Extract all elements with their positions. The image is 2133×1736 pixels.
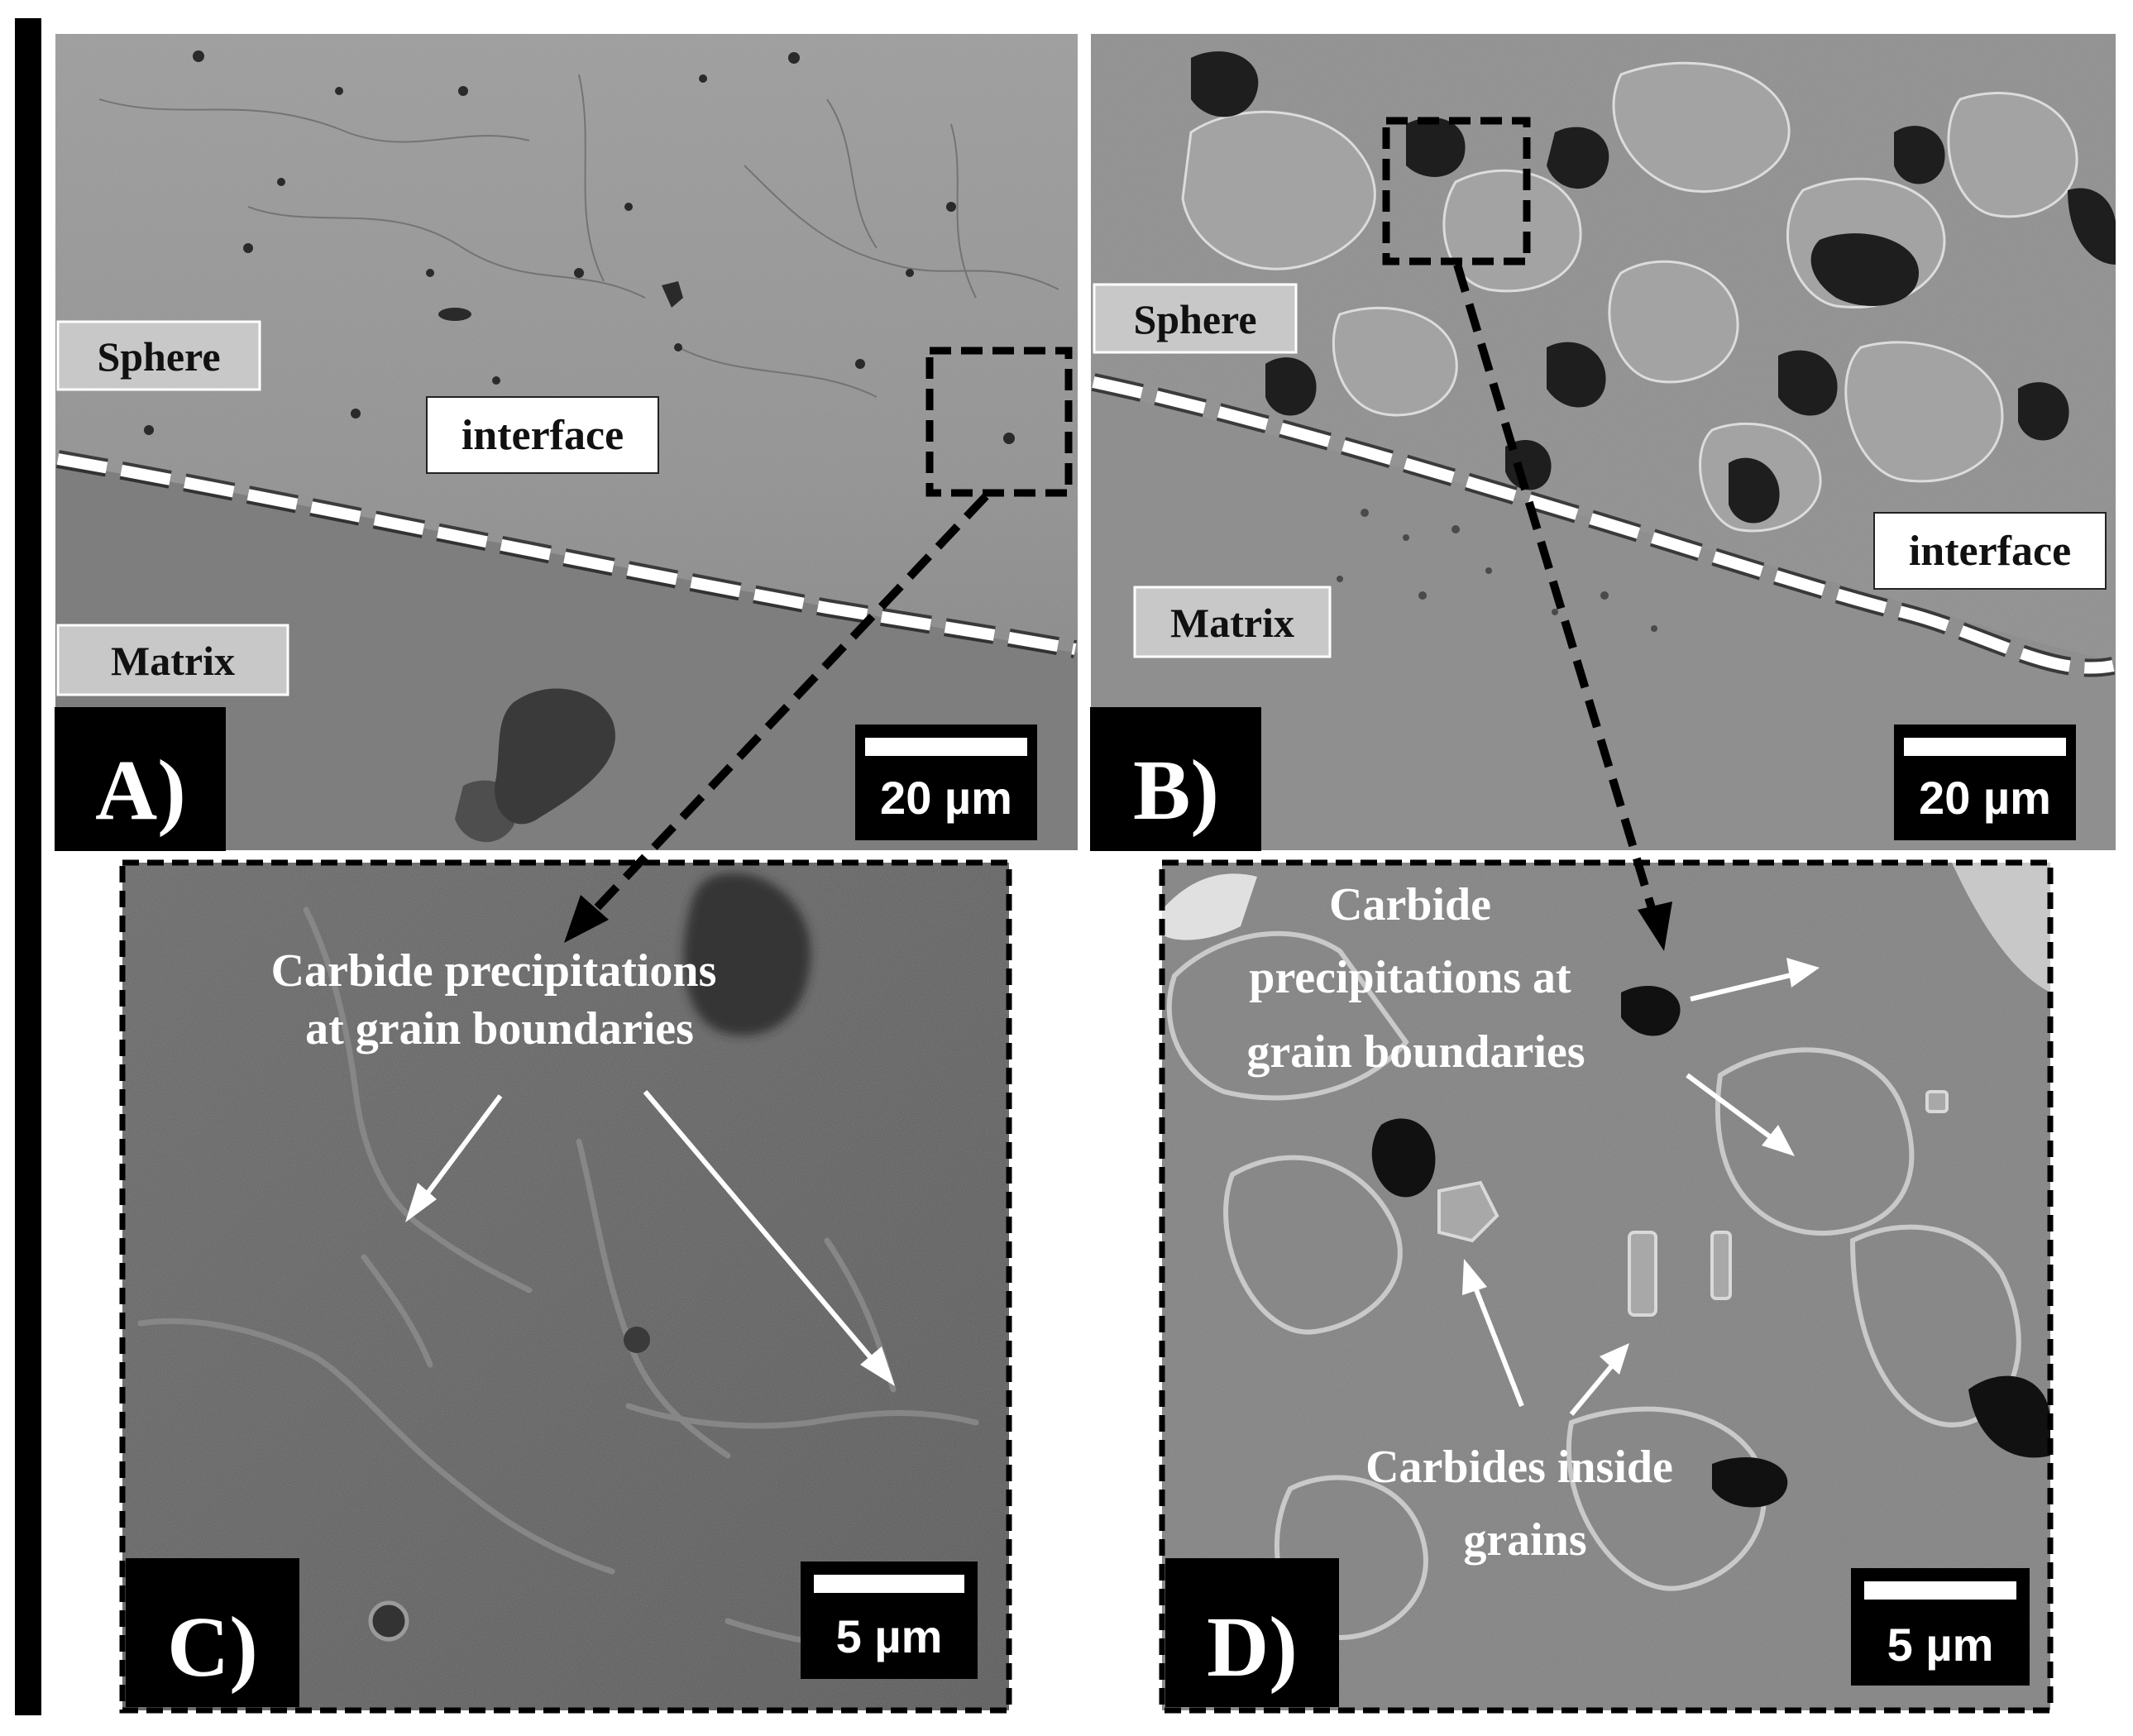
svg-text:Sphere: Sphere (1133, 296, 1256, 342)
svg-text:Sphere: Sphere (97, 333, 220, 380)
panel-b-inset-box (1382, 117, 1531, 265)
svg-text:interface: interface (1909, 528, 2071, 575)
svg-text:Matrix: Matrix (1170, 600, 1294, 646)
svg-text:C): C) (167, 1600, 258, 1695)
panel-b-sphere-label: Sphere (1093, 283, 1298, 354)
panel-b-matrix-label: Matrix (1133, 586, 1332, 658)
connector-arrow-a-to-c (564, 493, 989, 943)
panel-c-annotation: Carbide precipitations at grain boundari… (271, 945, 729, 1055)
panel-b: Sphere interface Matrix B) 20 µm (1089, 32, 2117, 852)
svg-text:20 µm: 20 µm (880, 772, 1012, 824)
panel-d: Carbide precipitations at grain boundari… (1159, 859, 2054, 1714)
panel-d-letter-box: D) (1165, 1558, 1339, 1707)
svg-text:20 µm: 20 µm (1919, 772, 2051, 824)
panel-b-interface-label: interface (1873, 512, 2107, 590)
svg-text:Matrix: Matrix (111, 638, 235, 684)
svg-text:5 µm: 5 µm (836, 1610, 943, 1662)
panel-a-interface-label: interface (426, 396, 659, 474)
svg-text:B): B) (1133, 743, 1219, 838)
panel-d-annotation-bottom: Carbides inside grains (1365, 1442, 1685, 1566)
panel-b-letter-box: B) (1090, 707, 1261, 851)
svg-text:D): D) (1207, 1600, 1298, 1695)
panel-c-arrows (405, 1090, 895, 1386)
svg-text:interface: interface (462, 412, 624, 459)
panel-d-scalebar: 5 µm (1851, 1568, 2030, 1686)
panel-d-annotation-top: Carbide precipitations at grain boundari… (1246, 879, 1585, 1078)
connector-arrow-b-to-d (1453, 263, 1672, 951)
panel-a-scalebar: 20 µm (855, 725, 1037, 840)
svg-text:A): A) (95, 743, 186, 838)
panel-a-matrix-label: Matrix (56, 624, 289, 696)
panel-c-scalebar: 5 µm (801, 1561, 978, 1679)
panel-a-sphere-label: Sphere (56, 320, 261, 391)
panel-a-inset-box (925, 347, 1073, 497)
svg-text:5 µm: 5 µm (1887, 1619, 1994, 1671)
panel-d-arrows (1462, 958, 1820, 1416)
panel-b-scalebar: 20 µm (1894, 725, 2076, 840)
panel-c-letter-box: C) (126, 1558, 299, 1707)
left-border-rule (15, 18, 41, 1715)
panel-c: Carbide precipitations at grain boundari… (119, 859, 1012, 1714)
panel-a: Sphere interface Matrix A) 20 µm (54, 32, 1079, 852)
panel-a-letter-box: A) (55, 707, 226, 851)
